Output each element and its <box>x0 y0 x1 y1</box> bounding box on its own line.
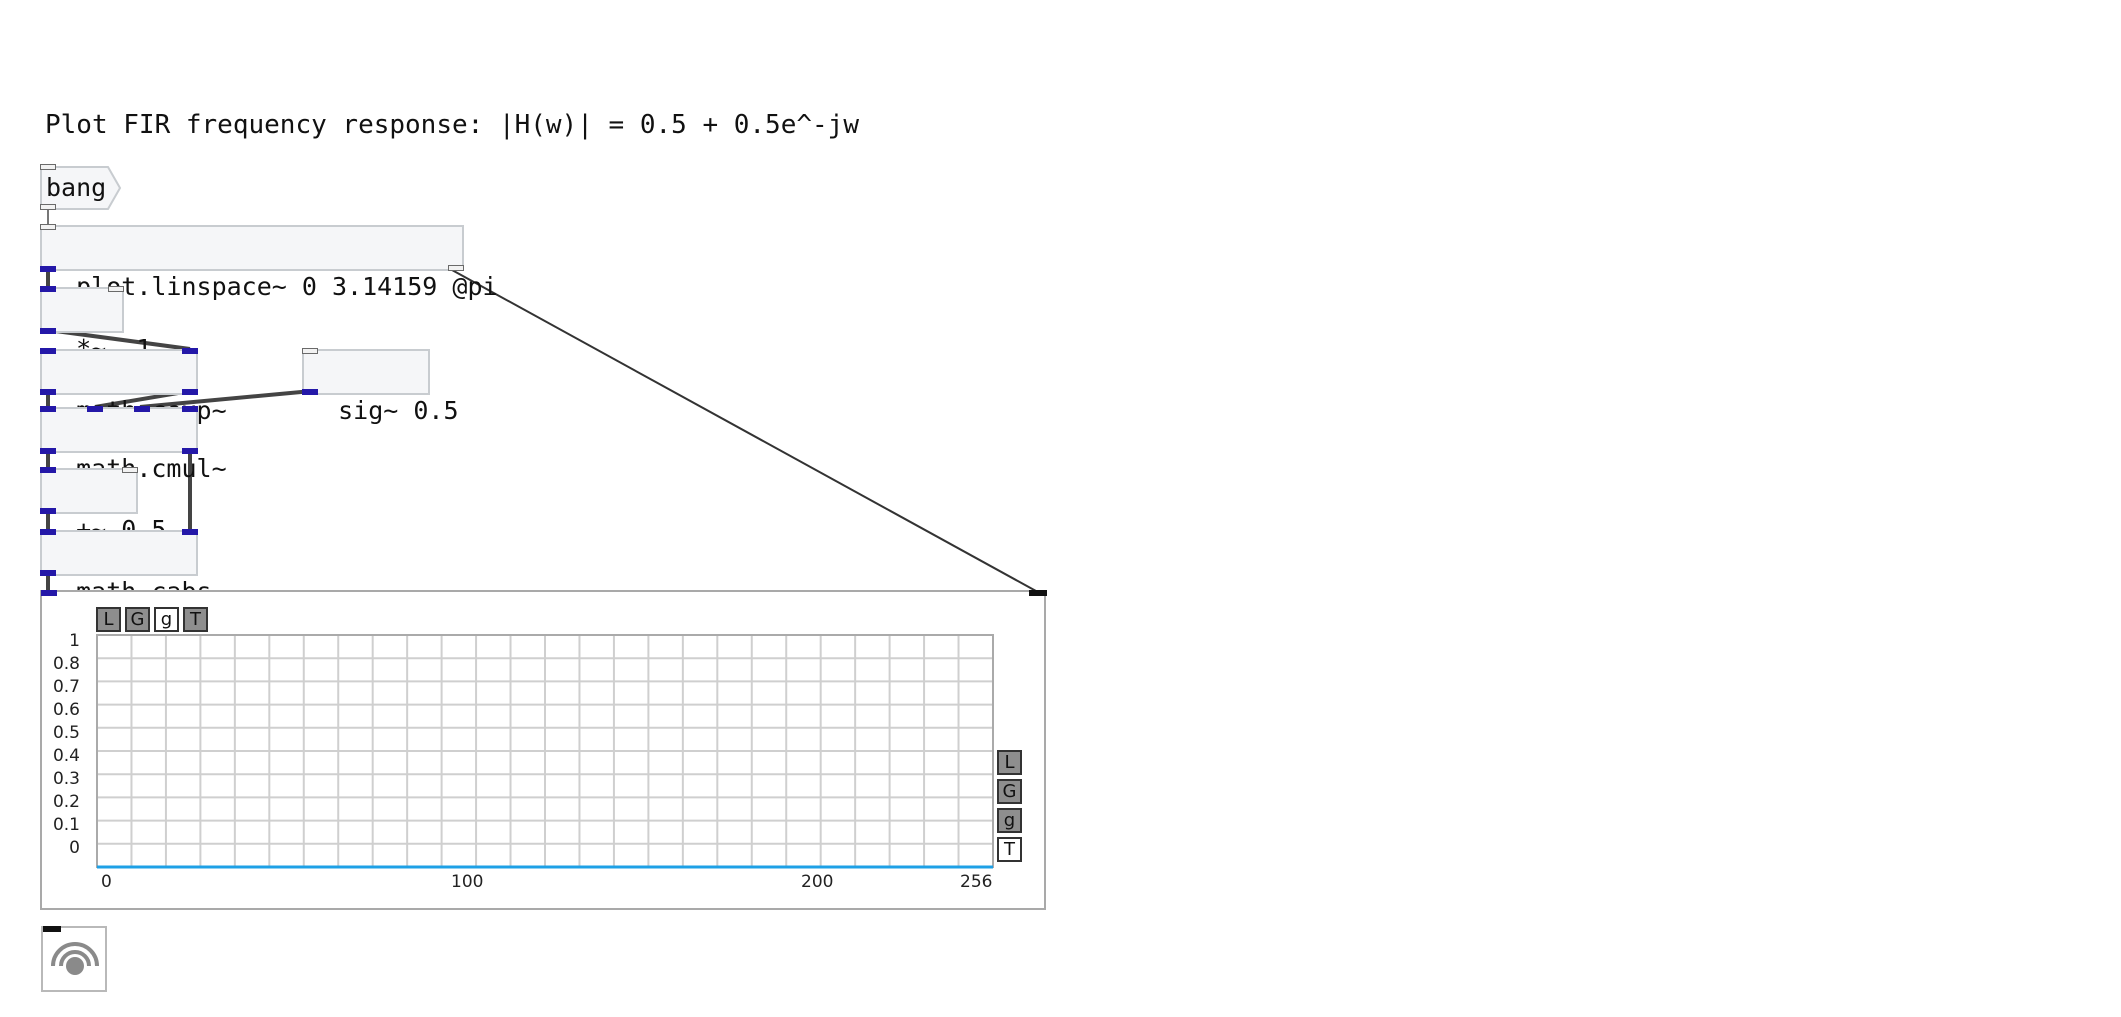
cmul-object[interactable]: math.cmul~ <box>40 407 227 483</box>
linspace-object-label: plot.linspace~ 0 3.14159 @pi <box>76 272 498 301</box>
cmul-inlet-1[interactable] <box>40 406 56 412</box>
cabs-object[interactable]: math.cabs~ <box>40 530 227 606</box>
cabs-inlet-right[interactable] <box>182 529 198 535</box>
cexp-outlet-left[interactable] <box>40 389 56 395</box>
toolbar-top-title-button[interactable]: T <box>183 607 208 632</box>
y-tick-label: 0.7 <box>52 677 80 697</box>
cmul-outlet-right[interactable] <box>182 448 198 454</box>
linspace-object[interactable]: plot.linspace~ 0 3.14159 @pi <box>40 225 498 301</box>
bang-outlet[interactable] <box>40 204 56 210</box>
y-tick-label: 0.6 <box>52 700 80 720</box>
speaker-waves-icon <box>51 942 99 975</box>
bang-message-label: bang <box>46 173 107 202</box>
toolbar-right-title-button[interactable]: T <box>997 837 1022 862</box>
add-inlet-left[interactable] <box>40 467 56 473</box>
plot-grid <box>97 635 993 867</box>
x-tick-label: 200 <box>801 872 834 892</box>
dsp-inlet[interactable] <box>43 926 61 932</box>
dsp-toggle[interactable] <box>41 926 107 992</box>
plot-inlet-right[interactable] <box>1029 590 1047 596</box>
linspace-outlet-right[interactable] <box>448 265 464 271</box>
y-tick-label: 0.2 <box>52 792 80 812</box>
bang-message[interactable]: bang <box>40 166 108 210</box>
y-tick-label: 1 <box>69 631 80 651</box>
plot-area <box>96 634 994 869</box>
multiply-inlet-right[interactable] <box>108 286 124 292</box>
linspace-outlet-left[interactable] <box>40 266 56 272</box>
sig-inlet[interactable] <box>302 348 318 354</box>
x-tick-label: 100 <box>451 872 484 892</box>
sig-outlet[interactable] <box>302 389 318 395</box>
multiply-object[interactable]: *~ -1 <box>40 287 151 363</box>
add-inlet-right[interactable] <box>122 467 138 473</box>
y-tick-label: 0.8 <box>52 654 80 674</box>
y-tick-label: 0.3 <box>52 769 80 789</box>
toolbar-right-g-button[interactable]: g <box>997 808 1022 833</box>
sig-object-label: sig~ 0.5 <box>338 396 459 425</box>
y-tick-label: 0 <box>69 838 80 858</box>
cexp-outlet-right[interactable] <box>182 389 198 395</box>
patch-comment: Plot FIR frequency response: |H(w)| = 0.… <box>45 110 859 140</box>
cmul-inlet-2[interactable] <box>87 406 103 412</box>
cord-mul-cexp <box>47 328 191 351</box>
x-tick-label: 0 <box>101 872 112 892</box>
y-tick-label: 0.4 <box>52 746 80 766</box>
cexp-inlet-left[interactable] <box>40 348 56 354</box>
plot-object[interactable]: L G g T L G g T 1 0.8 0.7 0.6 0.5 0.4 0.… <box>40 590 1047 910</box>
toolbar-right-log-button[interactable]: L <box>997 750 1022 775</box>
sig-object[interactable]: sig~ 0.5 <box>302 349 459 425</box>
cabs-inlet-left[interactable] <box>40 529 56 535</box>
x-tick-label: 256 <box>960 872 993 892</box>
toolbar-top-grid-button[interactable]: G <box>125 607 150 632</box>
toolbar-top-log-button[interactable]: L <box>96 607 121 632</box>
plot-inlet-left[interactable] <box>41 590 57 596</box>
cexp-object[interactable]: math.cexp~ <box>40 349 227 425</box>
cmul-inlet-4[interactable] <box>182 406 198 412</box>
toolbar-top-g-button[interactable]: g <box>154 607 179 632</box>
bang-inlet[interactable] <box>40 164 56 170</box>
multiply-outlet[interactable] <box>40 328 56 334</box>
multiply-inlet-left[interactable] <box>40 286 56 292</box>
y-tick-label: 0.5 <box>52 723 80 743</box>
cmul-inlet-3[interactable] <box>134 406 150 412</box>
toolbar-right-grid-button[interactable]: G <box>997 779 1022 804</box>
cexp-inlet-right[interactable] <box>182 348 198 354</box>
y-tick-label: 0.1 <box>52 815 80 835</box>
add-object[interactable]: +~ 0.5 <box>40 468 166 544</box>
cmul-outlet-left[interactable] <box>40 448 56 454</box>
add-outlet[interactable] <box>40 508 56 514</box>
message-flag-shape <box>106 166 122 210</box>
linspace-inlet[interactable] <box>40 224 56 230</box>
cabs-outlet[interactable] <box>40 570 56 576</box>
cord-linspace-plot <box>451 269 1037 592</box>
cord-sig-cmul <box>139 389 313 409</box>
